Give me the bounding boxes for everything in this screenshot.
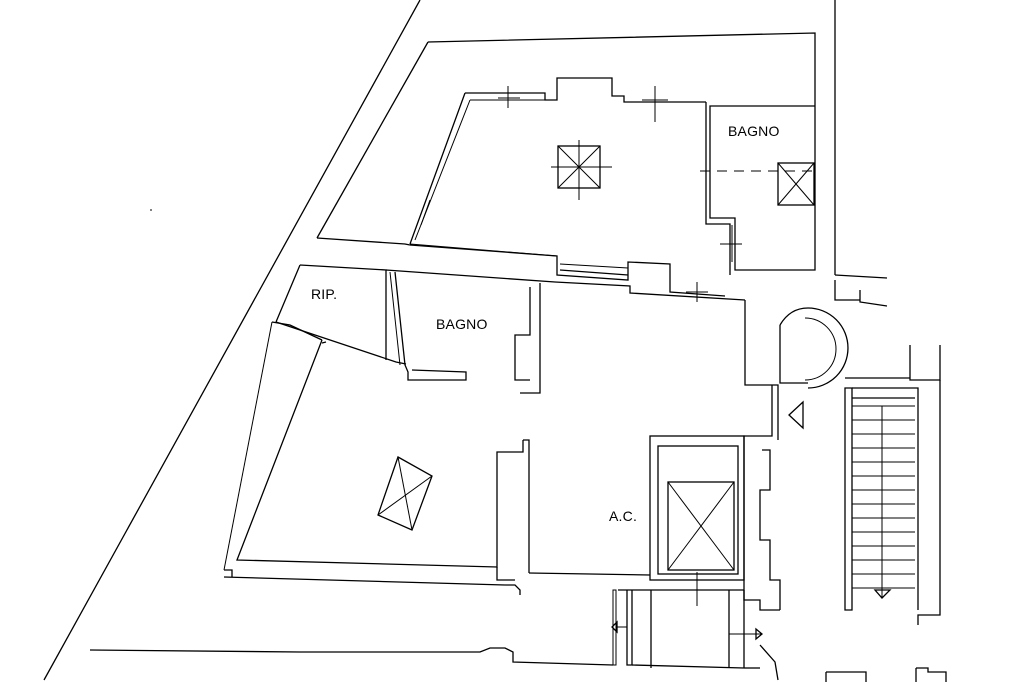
staircase [844, 377, 919, 611]
middle-room-walls [275, 264, 779, 580]
skylight-upper [557, 145, 601, 189]
room-label-bagno-upper: BAGNO [728, 123, 780, 139]
room-label-ripostiglio: RIP. [311, 286, 338, 302]
right-exterior [834, 274, 941, 625]
axis-marks [498, 86, 815, 302]
room-label-bagno-middle: BAGNO [436, 316, 488, 332]
semicircle-niche [779, 307, 849, 389]
skylight-diamond [377, 456, 433, 531]
arrow-left-icon [788, 400, 804, 430]
ac-shaft [528, 435, 781, 611]
bottom-walls [89, 572, 947, 682]
lower-left-room-walls [223, 321, 530, 595]
outer-boundary [43, 0, 836, 681]
upper-room-walls [316, 32, 816, 297]
skylight-bagno [777, 162, 815, 206]
room-label-ac: A.C. [609, 508, 638, 524]
